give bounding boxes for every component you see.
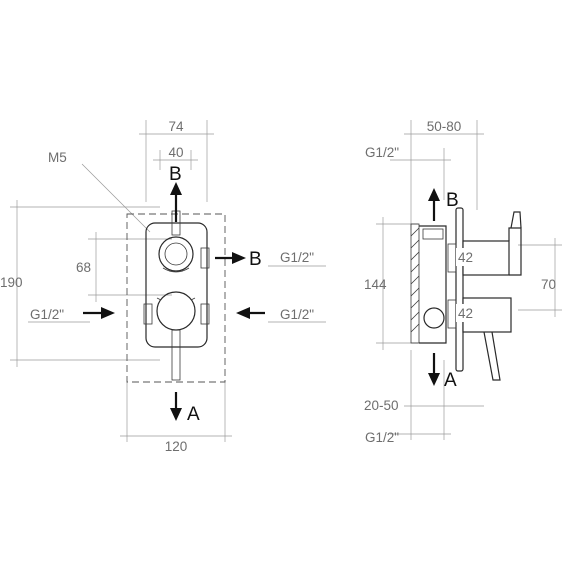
dim-offset-lower: 42 [458,306,473,321]
outlet-top-label: B [446,190,459,211]
connection-left: G1/2" [30,307,64,322]
dim-width-inner: 40 [168,145,183,160]
connection-right-lower: G1/2" [280,307,314,322]
dim-depth: 50-80 [427,119,462,134]
connection-right-upper: G1/2" [280,250,314,265]
thread-label: M5 [48,150,67,165]
side-view: 50-80 G1/2" B 144 42 42 70 A 20-50 G1/2" [364,119,562,445]
dim-bottom-width: 120 [165,439,188,454]
outlet-bottom-label: A [187,404,200,425]
connection-bottom: G1/2" [365,430,399,445]
dim-offset-upper: 42 [458,250,473,265]
outlet-right-label: B [249,249,262,270]
dim-depth-bottom: 20-50 [364,398,399,413]
dim-height: 144 [364,277,387,292]
dim-height-total: 190 [0,275,23,290]
dim-center-distance: 68 [76,260,91,275]
connection-top: G1/2" [365,145,399,160]
front-view: 74 40 M5 190 68 120 G1/2" G1/2" G1/2" B … [0,119,326,454]
dim-right: 70 [541,277,556,292]
dim-width-outer: 74 [168,119,184,134]
outlet-bottom-label: A [444,370,457,391]
outlet-top-label: B [169,164,182,185]
